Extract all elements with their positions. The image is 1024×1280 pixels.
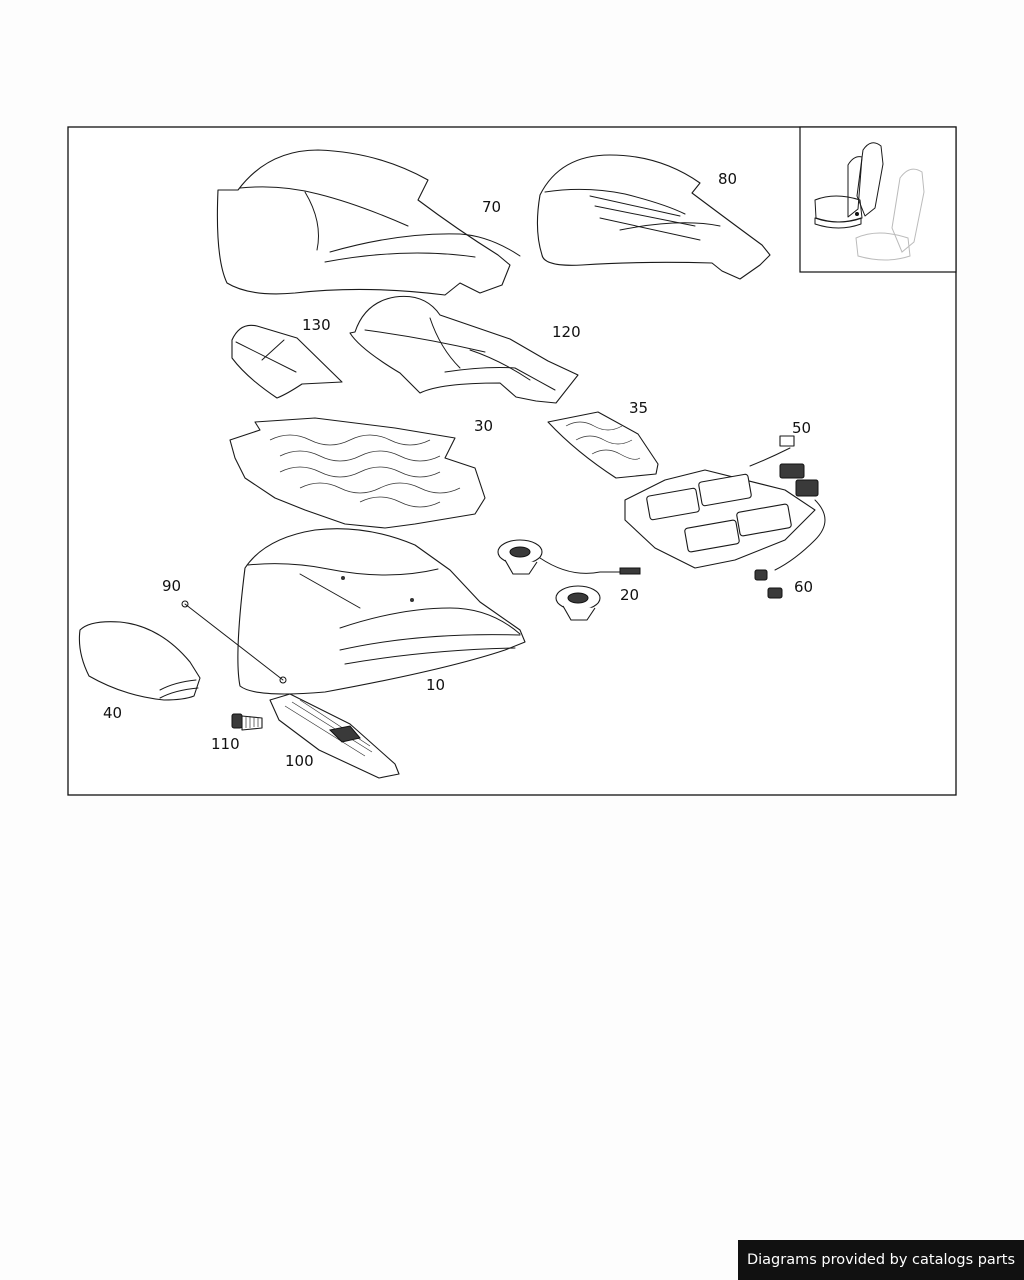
part-100-trim-panel[interactable]	[269, 693, 400, 779]
callout-50: 50	[792, 419, 811, 437]
part-35-heater-mat[interactable]	[547, 411, 659, 479]
part-20-speaker[interactable]	[497, 539, 641, 621]
callout-120: 120	[552, 323, 581, 341]
callout-20: 20	[620, 586, 639, 604]
callout-110: 110	[211, 735, 240, 753]
part-120-cushion-cover[interactable]	[349, 295, 579, 404]
part-30-heater-mat[interactable]	[229, 417, 486, 529]
callout-60: 60	[794, 578, 813, 596]
footer-text: Diagrams provided by catalogs parts	[746, 1252, 1016, 1268]
part-130-bolster[interactable]	[231, 324, 343, 399]
part-10-seat-cushion[interactable]	[237, 528, 526, 695]
part-80-seat-cover[interactable]	[536, 154, 771, 280]
part-60-connector[interactable]	[754, 569, 783, 599]
callout-10: 10	[426, 676, 445, 694]
callout-130: 130	[302, 316, 331, 334]
callout-30: 30	[474, 417, 493, 435]
callout-100: 100	[285, 752, 314, 770]
part-70-seat-cover[interactable]	[216, 149, 521, 296]
callout-35: 35	[629, 399, 648, 417]
part-90-strap[interactable]	[181, 600, 287, 684]
part-40-thigh-support[interactable]	[78, 621, 201, 701]
callout-90: 90	[162, 577, 181, 595]
callout-70: 70	[482, 198, 501, 216]
callout-40: 40	[103, 704, 122, 722]
callout-80: 80	[718, 170, 737, 188]
footer-banner: Diagrams provided by catalogs parts	[738, 1240, 1024, 1280]
seat-locator-inset	[799, 126, 957, 273]
part-110-screw[interactable]	[231, 713, 263, 731]
part-50-control-unit[interactable]	[624, 435, 826, 571]
